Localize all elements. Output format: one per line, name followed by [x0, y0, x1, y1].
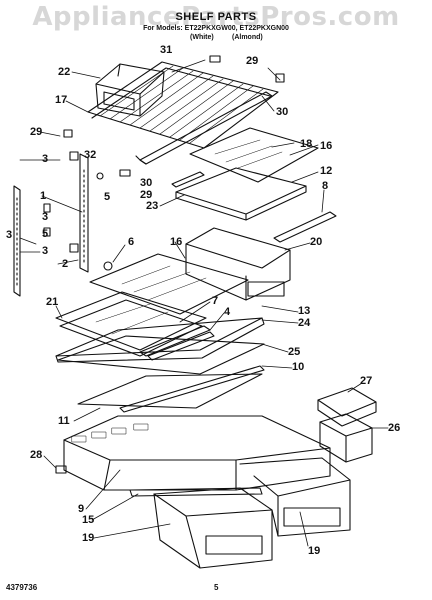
clips-hardware: [43, 55, 285, 474]
ladder-rail-1: [79, 153, 89, 273]
models-line: For Models: ET22PKXGW00, ET22PKXGN00: [143, 25, 289, 32]
callout-29: 29: [30, 126, 43, 138]
callout-7: 7: [212, 295, 219, 307]
callout-19: 19: [82, 532, 95, 544]
callout-22: 22: [58, 66, 71, 78]
side-rail-3: [13, 185, 21, 297]
callout-28: 28: [30, 449, 43, 461]
shelf-frame-13-24: [55, 317, 265, 363]
callout-27: 27: [360, 375, 373, 387]
watermark: AppliancePartsPros.com: [32, 2, 400, 32]
crisper-cover-10: [77, 365, 265, 413]
callout-4: 4: [224, 306, 231, 318]
callout-30: 30: [140, 177, 153, 189]
wire-shelf-17: [87, 61, 279, 149]
trim-23: [171, 171, 205, 188]
callout-8: 8: [322, 180, 329, 192]
callout-20: 20: [310, 236, 323, 248]
meat-drawer-20: [185, 227, 291, 301]
callout-30: 30: [276, 106, 289, 118]
callout-29: 29: [246, 55, 259, 67]
callout-3: 3: [42, 211, 49, 223]
callout-31: 31: [160, 44, 173, 56]
callout-11: 11: [58, 415, 70, 427]
trim-15: [129, 487, 263, 497]
callout-3: 3: [42, 245, 49, 257]
callout-17: 17: [55, 94, 68, 106]
callout-19: 19: [308, 545, 321, 557]
glass-shelf-16-upper: [189, 127, 319, 183]
callout-9: 9: [78, 503, 85, 515]
callout-12: 12: [320, 165, 333, 177]
callout-3: 3: [6, 229, 13, 241]
callout-16: 16: [320, 140, 333, 152]
callout-26: 26: [388, 422, 401, 434]
callout-24: 24: [298, 317, 311, 329]
callout-6: 6: [128, 236, 135, 248]
callout-5: 5: [42, 228, 49, 240]
crisper-drawer-19-right: [239, 457, 351, 537]
callout-21: 21: [46, 296, 59, 308]
callout-2: 2: [62, 258, 69, 270]
trim-25: [57, 335, 265, 375]
callout-25: 25: [288, 346, 301, 358]
callout-5: 5: [104, 191, 111, 203]
dairy-bin-26: [319, 413, 373, 463]
callout-3: 3: [42, 153, 49, 165]
color-almond: (Almond): [232, 34, 263, 41]
dairy-door-27: [317, 387, 377, 427]
shelf-frame-12: [175, 167, 307, 221]
color-white: (White): [190, 34, 214, 41]
callout-15: 15: [82, 514, 95, 526]
trim-7: [139, 325, 211, 357]
page-number: 5: [214, 583, 219, 592]
callout-13: 13: [298, 305, 311, 317]
callout-23: 23: [146, 200, 159, 212]
callout-29: 29: [140, 189, 153, 201]
shelf-frame-21: [55, 291, 207, 357]
callout-10: 10: [292, 361, 305, 373]
callout-18: 18: [300, 138, 313, 150]
callout-1: 1: [40, 190, 47, 202]
crisper-drawer-19-left: [153, 487, 273, 569]
callout-16: 16: [170, 236, 183, 248]
shelf-rail-18: [135, 91, 273, 165]
document-number: 4379736: [6, 583, 38, 592]
diagram-title: SHELF PARTS: [175, 11, 257, 23]
crisper-housing-9: [63, 415, 331, 491]
trim-8: [273, 211, 337, 243]
callout-32: 32: [84, 149, 97, 161]
glass-shelf-16-middle: [89, 253, 249, 315]
